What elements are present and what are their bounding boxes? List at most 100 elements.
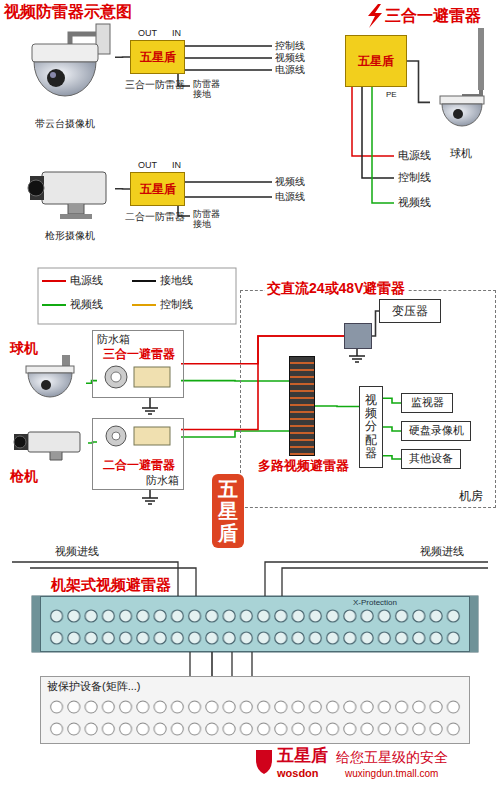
shop-url: wuxingdun.tmall.com <box>345 768 438 780</box>
legend-line <box>132 280 156 282</box>
node-label: 视频分配器 <box>365 394 377 460</box>
node-label: 五星盾 <box>140 182 176 196</box>
watermark-seal: 五星盾 <box>212 474 244 548</box>
device-panel <box>40 676 470 744</box>
wires <box>362 87 394 178</box>
device-panel <box>48 696 462 740</box>
dome-camera <box>442 104 482 126</box>
connector-wire <box>211 652 213 676</box>
node-label: 五星盾 <box>358 54 394 68</box>
rack-arrester: 机架式视频避雷器X-Protection <box>40 596 470 652</box>
ground-symbol <box>142 398 158 414</box>
wires <box>185 181 272 183</box>
device-panel <box>40 676 470 744</box>
gun-camera <box>28 180 44 196</box>
brand-latin: wosdon <box>277 767 319 780</box>
enclosure-box: 防水箱 二合一避雷器 <box>92 418 184 490</box>
node-label: 枪形摄像机 <box>25 230 115 242</box>
device-box: 其他设备 <box>401 449 461 469</box>
node-label: 被保护设备(矩阵...) <box>47 680 141 693</box>
slogan: 给您五星级的安全 <box>336 749 448 766</box>
wire-label: 视频线 <box>275 52 305 64</box>
node-label: 变压器 <box>392 304 428 318</box>
dome-camera <box>70 34 96 44</box>
dome-camera <box>32 24 110 96</box>
dome-camera <box>440 96 484 104</box>
legend-line <box>42 280 66 282</box>
rack-panel <box>32 596 478 652</box>
node-label: 五星盾 <box>140 50 176 64</box>
legend-frame <box>38 268 236 324</box>
connector-wire <box>181 431 289 437</box>
ground-symbol <box>142 348 365 504</box>
arrester-unit: 二合一避雷器 <box>97 422 181 472</box>
wires <box>178 46 272 216</box>
gun-camera <box>14 434 28 450</box>
arrester-device <box>106 426 126 446</box>
diagram-title: 视频防雷器示意图 <box>4 2 132 21</box>
connector-wire <box>383 456 401 459</box>
connector-wire <box>383 398 401 403</box>
arrester-device <box>134 427 170 445</box>
connector-wire <box>383 427 401 431</box>
arrester-box: 五星盾 <box>345 35 407 87</box>
dome-camera <box>478 28 484 90</box>
node-label: 硬盘录像机 <box>409 424 464 437</box>
arrester-device <box>105 366 127 388</box>
node-label: 防水箱 <box>146 474 179 487</box>
port-label: OUT <box>138 28 157 39</box>
protected-device: 被保护设备(矩阵...) <box>40 676 470 744</box>
dome-camera <box>62 355 70 367</box>
dome-camera <box>28 373 72 397</box>
wires <box>185 69 272 71</box>
logo-shield <box>256 750 272 774</box>
cable-label: 视频进线 <box>55 545 99 558</box>
connector-wire <box>181 336 344 364</box>
wires <box>352 87 394 203</box>
arrester-box: 五星盾二合一防雷器 <box>130 172 185 206</box>
arrester-device <box>112 432 120 440</box>
dome-camera <box>34 62 96 96</box>
node-sublabel: X-Protection <box>351 598 399 608</box>
video-cables <box>12 562 178 596</box>
wire-label: 控制线 <box>275 40 305 52</box>
rack-panel <box>48 605 462 649</box>
gun-camera <box>14 436 26 448</box>
connector-wire <box>407 61 430 102</box>
gun-camera <box>28 432 80 452</box>
wires <box>372 87 394 203</box>
node-label: 监视器 <box>411 396 444 409</box>
port-label: IN <box>172 28 181 39</box>
legend-line <box>132 304 156 306</box>
connector-wire <box>315 405 359 407</box>
transformer-box: 变压器 <box>379 299 441 323</box>
node-label: 多路视频避雷器 <box>258 458 349 474</box>
port-label: IN <box>172 160 181 171</box>
port-label: OUT <box>138 160 157 171</box>
device-box: 硬盘录像机 <box>401 421 471 441</box>
node-sublabel: 三合一防雷器 <box>125 79 185 91</box>
dome-camera <box>26 366 74 373</box>
arrester-strip: 多路视频避雷器 <box>289 356 315 456</box>
rack-panel <box>32 596 478 652</box>
gun-camera <box>50 452 62 460</box>
arrester-box: 交直流24或48V避雷器 <box>344 323 372 349</box>
enclosure-box: 防水箱三合一避雷器 <box>92 330 184 398</box>
wires <box>185 45 272 47</box>
node-label: 二合一避雷器 <box>97 458 181 472</box>
camera-figure: 枪机 <box>8 425 88 485</box>
ground-symbol <box>349 348 365 362</box>
node-label: 交直流24或48V避雷器 <box>265 280 407 297</box>
node-label: 球机 <box>430 147 492 160</box>
dome-camera <box>41 380 51 390</box>
ground-label: 防雷器 接地 <box>193 80 223 100</box>
dome-camera <box>440 28 484 126</box>
gun-camera <box>28 172 106 219</box>
cable-label: 视频进线 <box>420 545 464 558</box>
dome-camera <box>26 355 74 397</box>
node-label: 机房 <box>459 489 483 503</box>
node-label: 防水箱 <box>97 333 130 346</box>
connector-wire <box>115 188 130 190</box>
node-sublabel: 二合一防雷器 <box>125 211 185 223</box>
